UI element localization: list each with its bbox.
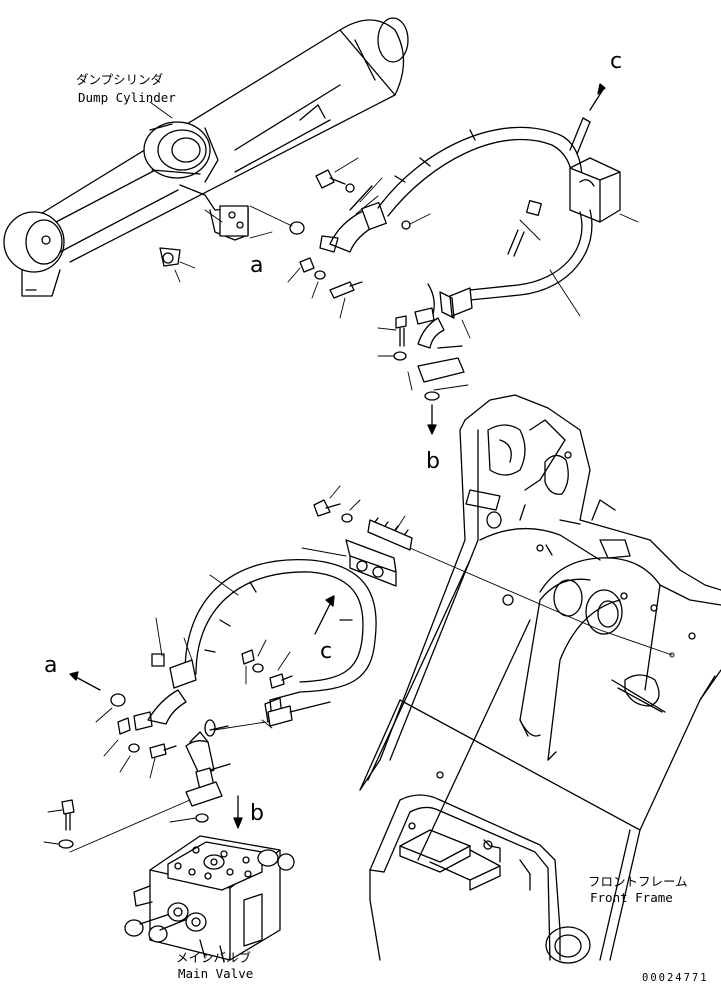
connector-b-bottom: b [250, 801, 264, 826]
drawing-number: 00024771 [642, 972, 709, 984]
front-frame [359, 394, 721, 964]
dump-cylinder-label-en: Dump Cylinder [78, 90, 176, 105]
connector-c-mid: c [320, 639, 332, 664]
main-valve [124, 835, 295, 963]
upper-hose-assembly [287, 83, 639, 435]
dump-cylinder [3, 17, 409, 297]
lower-hose-assembly [43, 485, 413, 853]
connector-b-top: b [426, 449, 440, 474]
dump-cylinder-leader [149, 101, 173, 119]
connector-a-bottom: a [44, 653, 57, 678]
main-valve-label-jp: メインバルブ [176, 950, 252, 965]
front-frame-label-jp: フロントフレーム [588, 874, 688, 889]
connector-c-top: c [610, 49, 622, 74]
front-frame-label-en: Front Frame [590, 890, 673, 905]
main-valve-label-en: Main Valve [178, 966, 253, 981]
connector-a-top: a [250, 253, 263, 278]
dump-cylinder-label-jp: ダンプシリンダ [76, 72, 163, 87]
